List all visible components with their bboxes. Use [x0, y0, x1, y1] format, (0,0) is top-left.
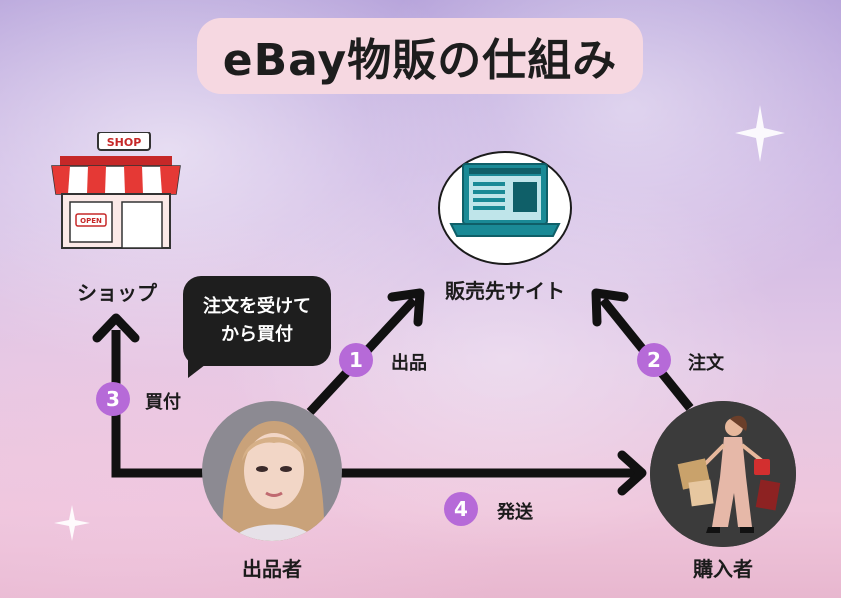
step-2-badge: 2 — [637, 343, 671, 377]
buyer-label: 購入者 — [693, 557, 753, 581]
note-line-2: から買付 — [221, 324, 293, 345]
note-bubble: 注文を受けて から買付 — [183, 276, 331, 366]
step-3-label: 買付 — [145, 392, 181, 413]
buyer-avatar — [650, 401, 796, 547]
arrow-buy — [92, 313, 205, 478]
step-1-label: 出品 — [391, 353, 427, 374]
step-2-label: 注文 — [688, 353, 724, 374]
laptop-icon — [438, 151, 572, 265]
step-3-badge: 3 — [96, 382, 130, 416]
shop-sign-text: SHOP — [107, 136, 142, 149]
arrow-ship — [340, 450, 647, 496]
page-title: eBay物販の仕組み — [197, 18, 643, 94]
shop-icon: SHOP OPEN — [51, 132, 181, 249]
note-line-1: 注文を受けて — [203, 296, 311, 317]
bubble-tail — [188, 358, 214, 378]
step-4-badge: 4 — [444, 492, 478, 526]
step-1-badge: 1 — [339, 343, 373, 377]
seller-photo-icon — [202, 401, 342, 541]
seller-label: 出品者 — [242, 557, 302, 581]
shop-door-sign-text: OPEN — [80, 217, 102, 225]
site-label: 販売先サイト — [445, 279, 565, 303]
shop-label: ショップ — [77, 281, 157, 305]
sparkle-icon — [54, 105, 785, 541]
shopper-icon — [650, 401, 796, 547]
seller-avatar — [202, 401, 342, 541]
step-4-label: 発送 — [497, 502, 533, 523]
